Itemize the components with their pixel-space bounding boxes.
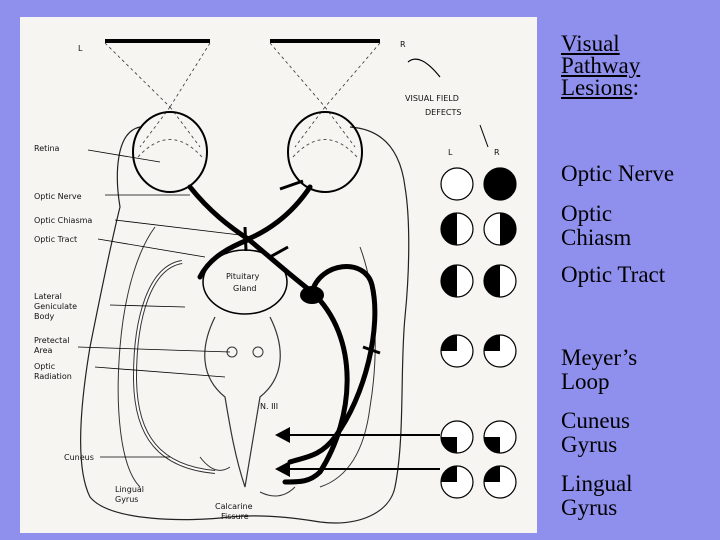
left-eye-lens — [137, 139, 203, 158]
diagram-photo: L R Pituitary Gland — [20, 17, 537, 533]
lateral-geniculate-body — [300, 286, 324, 304]
label-lgb-2: Geniculate — [34, 302, 77, 311]
label-lingual-2: Gyrus — [115, 495, 138, 504]
label-lingual-1: Lingual — [115, 485, 144, 494]
title-line-3: Lesions — [561, 75, 633, 100]
field-left-label: L — [78, 44, 83, 53]
defects-col-l: L — [448, 148, 453, 157]
label-pretectal-2: Area — [34, 346, 53, 355]
label-optic-nerve: Optic Nerve — [34, 192, 82, 201]
lesion-optic-tract: Optic Tract — [561, 263, 665, 287]
defects-col-r: R — [494, 148, 500, 157]
label-leaders — [77, 149, 241, 458]
label-optic-radiation-2: Radiation — [34, 372, 72, 381]
left-optic-radiation — [132, 260, 216, 474]
label-optic-chiasma: Optic Chiasma — [34, 216, 92, 225]
lesion-cuneus-gyrus: Cuneus Gyrus — [561, 409, 630, 457]
left-optic-radiation-inner — [133, 261, 216, 473]
lesion-line: Meyer’s — [561, 345, 638, 370]
label-optic-radiation-1: Optic — [34, 362, 55, 371]
brain-outline — [79, 126, 410, 524]
lesion-line: Loop — [561, 369, 610, 394]
lesion-line: Cuneus — [561, 408, 630, 433]
defects-title-2: DEFECTS — [425, 108, 461, 117]
label-calcarine-1: Calcarine — [215, 502, 253, 511]
pretectal-dot-2 — [252, 346, 264, 358]
pituitary-gland — [202, 249, 288, 315]
label-n3: N. III — [260, 402, 278, 411]
label-optic-tract: Optic Tract — [34, 235, 77, 244]
right-eye-lens — [292, 139, 358, 158]
title-line-1: Visual — [561, 31, 620, 56]
right-eye — [287, 111, 363, 193]
label-calcarine-2: Fissure — [221, 512, 249, 521]
lesion-line: Optic Tract — [561, 262, 666, 287]
lesion-optic-nerve: Optic Nerve — [561, 162, 674, 186]
lesion-line: Optic — [561, 201, 613, 226]
field-defect-circles — [440, 167, 517, 499]
defects-arrow — [479, 124, 489, 148]
lesion-optic-chiasm: Optic Chiasm — [561, 202, 631, 250]
fd-optic-nerve-left — [440, 167, 474, 201]
brainstem — [204, 316, 281, 488]
visual-pathway-diagram: L R Pituitary Gland — [34, 39, 517, 524]
label-cuneus: Cuneus — [64, 453, 94, 462]
fd-optic-nerve-right — [483, 167, 517, 201]
pituitary-label-1: Pituitary — [226, 272, 260, 281]
slide-title: Visual Pathway Lesions: — [561, 31, 711, 100]
title-suffix: : — [632, 75, 639, 100]
label-retina: Retina — [34, 144, 60, 153]
pituitary-label-2: Gland — [233, 284, 256, 293]
lesion-line: Chiasm — [561, 225, 632, 250]
lesion-meyers-loop: Meyer’s Loop — [561, 346, 637, 394]
defects-title-1: VISUAL FIELD — [405, 94, 459, 103]
lesion-lingual-gyrus: Lingual Gyrus — [561, 472, 633, 520]
field-right-label: R — [400, 40, 406, 49]
field-arrow — [407, 58, 441, 78]
inner-contour-left — [117, 226, 156, 488]
cuneus-curve — [199, 456, 231, 471]
lesion-arrows — [275, 427, 290, 477]
lesion-line: Gyrus — [561, 432, 618, 457]
label-lgb-3: Body — [34, 312, 54, 321]
label-lgb-1: Lateral — [34, 292, 62, 301]
calcarine-fissure — [259, 486, 296, 497]
lesion-line: Lingual — [561, 471, 633, 496]
lesion-line: Gyrus — [561, 495, 618, 520]
title-line-2: Pathway — [561, 53, 641, 78]
label-pretectal-1: Pretectal — [34, 336, 69, 345]
left-eye — [132, 111, 208, 193]
lesion-line: Optic Nerve — [561, 161, 675, 186]
projection-cones — [104, 42, 381, 148]
lesion-marks — [243, 179, 381, 355]
